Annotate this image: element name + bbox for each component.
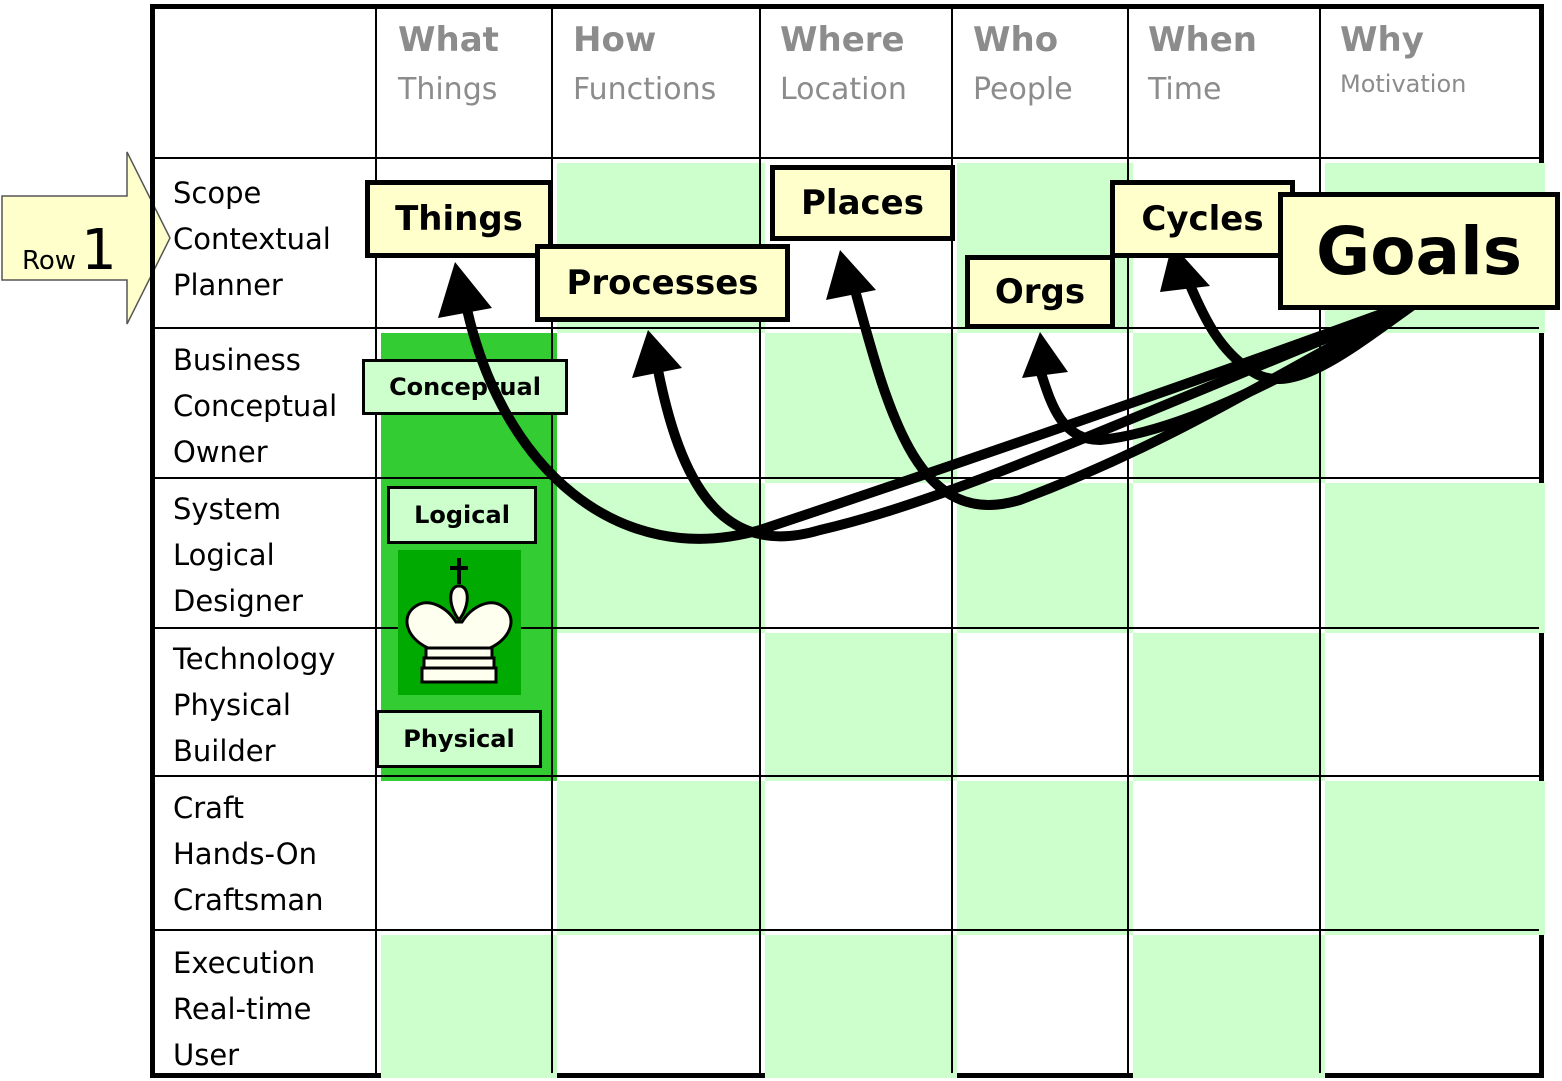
arrowhead-orgs bbox=[1022, 332, 1068, 378]
row-label-line: Hands-On bbox=[173, 837, 317, 871]
row-label-line: System bbox=[173, 492, 282, 526]
column-header-title: How bbox=[573, 20, 657, 60]
arrow-goals-to-orgs bbox=[1035, 295, 1425, 446]
row-label-line: Technology bbox=[173, 642, 336, 676]
grid-row-divider bbox=[155, 929, 1539, 931]
grid-row-divider bbox=[155, 477, 1539, 479]
things-box: Things bbox=[365, 180, 553, 258]
logical-box: Logical bbox=[387, 486, 537, 544]
row-pointer-word: Row bbox=[22, 246, 77, 276]
grid-column-divider bbox=[375, 9, 377, 1073]
column-header-title: What bbox=[398, 20, 499, 60]
arrowhead-things bbox=[438, 262, 492, 318]
arrow-goals-to-cycles bbox=[1185, 280, 1425, 385]
grid-row-divider bbox=[155, 627, 1539, 629]
grid-cell bbox=[557, 781, 765, 935]
row-pointer-label: Row 1 bbox=[22, 218, 117, 283]
arrowhead-processes bbox=[632, 330, 682, 378]
column-header-subtitle: Functions bbox=[573, 72, 717, 107]
row-label-line: Planner bbox=[173, 268, 283, 302]
grid-cell bbox=[381, 935, 557, 1078]
arrow-goals-to-processes bbox=[653, 295, 1425, 542]
grid-cell bbox=[957, 781, 1133, 935]
grid-column-divider bbox=[1319, 9, 1321, 1073]
row-label-line: Execution bbox=[173, 946, 316, 980]
column-header-subtitle: Things bbox=[398, 72, 498, 107]
row-label-line: User bbox=[173, 1038, 240, 1072]
row-label-line: Craftsman bbox=[173, 883, 324, 917]
grid-row-divider bbox=[155, 327, 1539, 329]
row-label-line: Designer bbox=[173, 584, 303, 618]
conceptual-box: Conceptual bbox=[362, 359, 568, 415]
orgs-box: Orgs bbox=[965, 255, 1115, 329]
physical-box: Physical bbox=[376, 710, 542, 768]
row-label-line: Logical bbox=[173, 538, 275, 572]
grid-cell bbox=[765, 935, 957, 1078]
column-header-subtitle: Location bbox=[780, 72, 907, 107]
row-label-line: Real-time bbox=[173, 992, 312, 1026]
grid-cell bbox=[1325, 483, 1545, 633]
processes-box: Processes bbox=[535, 244, 790, 322]
row-pointer-arrow bbox=[1, 151, 171, 325]
grid-cell bbox=[1133, 935, 1325, 1078]
places-box: Places bbox=[770, 165, 955, 241]
arrowhead-places bbox=[826, 250, 876, 300]
column-header-title: Why bbox=[1340, 20, 1424, 60]
grid-column-divider bbox=[951, 9, 953, 1073]
column-header-title: Who bbox=[973, 20, 1059, 60]
grid-row-divider bbox=[155, 157, 1539, 159]
row-pointer-number: 1 bbox=[81, 218, 117, 283]
column-header-subtitle: Motivation bbox=[1340, 70, 1467, 98]
row-label-line: Physical bbox=[173, 688, 291, 722]
grid-column-divider bbox=[551, 9, 553, 1073]
column-header-subtitle: People bbox=[973, 72, 1073, 107]
row-label-line: Owner bbox=[173, 435, 268, 469]
column-header-subtitle: Time bbox=[1148, 72, 1222, 107]
row-label-line: Craft bbox=[173, 791, 245, 825]
arrow-goals-to-things bbox=[460, 295, 1425, 544]
grid-cell bbox=[1325, 781, 1545, 935]
grid-cell bbox=[765, 633, 957, 781]
grid-cell bbox=[1133, 633, 1325, 781]
goals-box: Goals bbox=[1278, 192, 1560, 310]
grid-column-divider bbox=[1127, 9, 1129, 1073]
grid-cell bbox=[765, 333, 957, 483]
row-label-line: Scope bbox=[173, 176, 262, 210]
column-header-title: When bbox=[1148, 20, 1257, 60]
chess-king-icon bbox=[398, 550, 521, 695]
row-label-line: Conceptual bbox=[173, 389, 338, 423]
row-label-line: Contextual bbox=[173, 222, 331, 256]
column-header-title: Where bbox=[780, 20, 905, 60]
row-label-line: Builder bbox=[173, 734, 276, 768]
cycles-box: Cycles bbox=[1110, 180, 1295, 258]
grid-row-divider bbox=[155, 775, 1539, 777]
row-label-line: Business bbox=[173, 343, 301, 377]
grid-column-divider bbox=[759, 9, 761, 1073]
